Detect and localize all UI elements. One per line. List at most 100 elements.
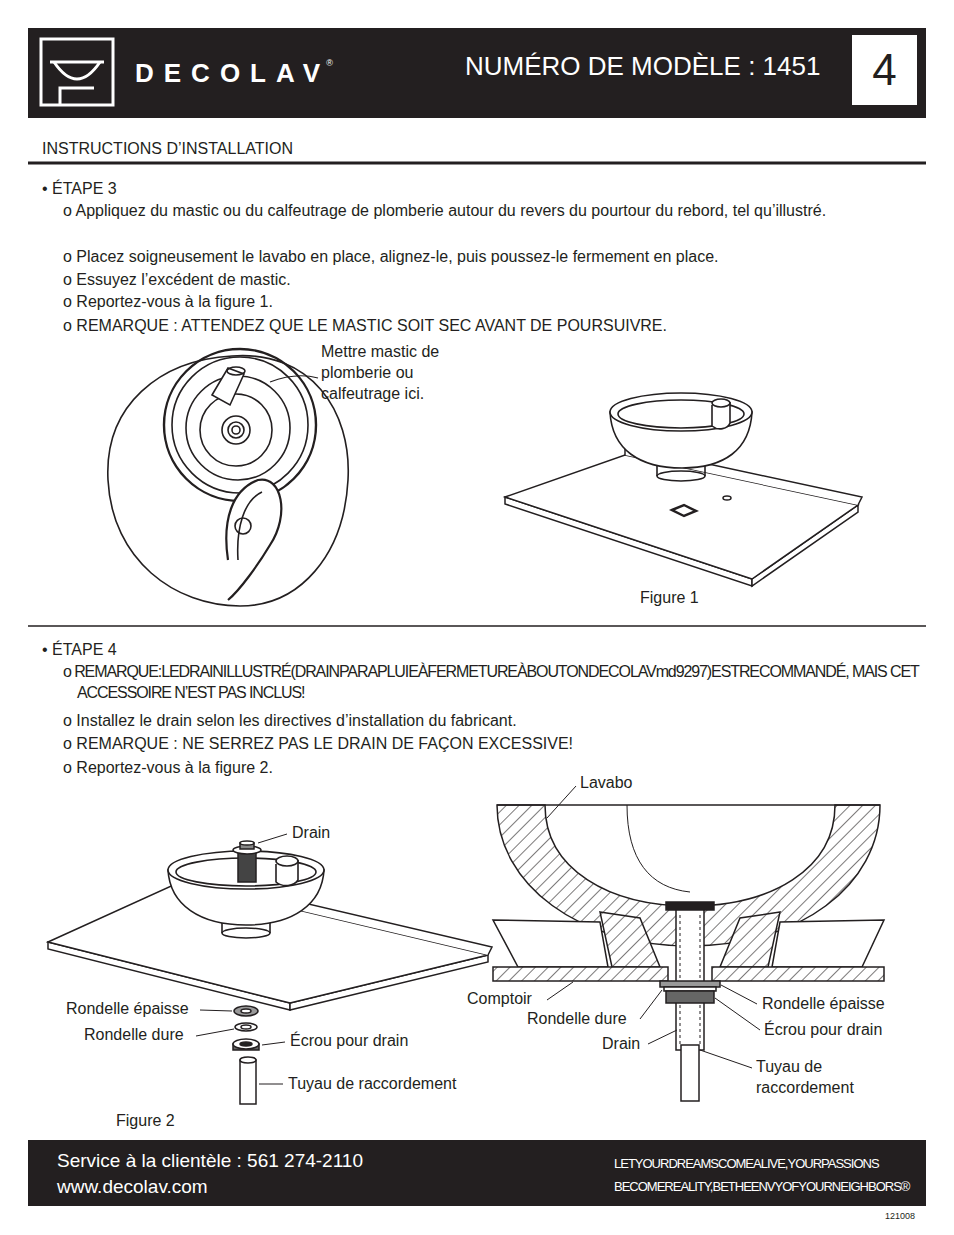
leader-line	[721, 985, 757, 1004]
sink-section	[493, 920, 608, 967]
header-band	[28, 28, 926, 118]
warning-text: o REMARQUE : ATTENDEZ QUE LE MASTIC SOIT…	[63, 316, 667, 337]
drain-section	[666, 902, 714, 910]
drain-section	[681, 1045, 699, 1101]
tailpiece-tube	[240, 1057, 256, 1063]
callout-label: Mettre mastic de plomberie ou calfeutrag…	[321, 342, 461, 404]
leader-line	[547, 982, 573, 1000]
drain-part	[233, 841, 261, 882]
washer-part	[241, 1025, 251, 1029]
drain-section	[700, 915, 701, 1045]
footer-band	[28, 1140, 926, 1206]
vessel-sink	[276, 856, 298, 866]
drain-part	[238, 852, 256, 882]
sink-top-view	[228, 422, 244, 438]
sink-section	[600, 912, 660, 967]
leader-line	[547, 786, 576, 818]
warning-text: o REMARQUE:LEDRAINILLUSTRÉ(DRAINPARAPLUI…	[63, 662, 932, 704]
washer-part	[233, 1039, 259, 1049]
sink-section	[493, 967, 668, 981]
sink-top-view	[186, 376, 290, 480]
vessel-sink	[712, 399, 730, 407]
drain-section	[660, 902, 720, 1101]
document-code: 121008	[885, 1211, 915, 1223]
sink-section	[772, 920, 884, 967]
instruction-text: o Reportez-vous à la figure 2.	[63, 758, 273, 779]
sink-top-view	[212, 368, 244, 405]
step-heading: • ÉTAPE 4	[42, 640, 117, 661]
warning-text: o REMARQUE : NE SERREZ PAS LE DRAIN DE F…	[63, 734, 573, 755]
logo-icon	[50, 61, 104, 64]
drain-section	[660, 981, 720, 987]
instruction-text: o Placez soigneusement le lavabo en plac…	[63, 247, 719, 268]
header-band	[28, 28, 926, 118]
sink-top-view	[200, 394, 272, 466]
instruction-text: o Reportez-vous à la figure 1.	[63, 292, 273, 313]
leader-line	[200, 1010, 232, 1011]
brand-logo-text: DECOLAV	[135, 58, 330, 89]
leader-line	[196, 1029, 234, 1036]
leader-line	[648, 1030, 677, 1044]
brand-tagline: LETYOURDREAMSCOMEALIVE,YOURPASSIONS BECO…	[614, 1152, 914, 1199]
washer-part	[235, 1023, 257, 1031]
drain-part	[240, 841, 254, 845]
leader-line	[700, 1050, 752, 1068]
part-label: Rondelle dure	[84, 1025, 184, 1046]
vessel-sink	[222, 928, 270, 938]
leader-line	[196, 834, 287, 1084]
vessel-sink	[168, 851, 324, 889]
rule-line	[28, 625, 926, 627]
countertop	[672, 505, 696, 516]
section-heading: INSTRUCTIONS D’INSTALLATION	[42, 139, 293, 160]
sink-top-view	[108, 349, 348, 606]
sink-section	[712, 967, 884, 981]
instruction-text: o Installez le drain selon les directive…	[63, 711, 517, 732]
sink-top-view	[164, 349, 316, 501]
leader-line	[259, 1084, 283, 1085]
sink-top-view	[222, 416, 250, 444]
model-title: NUMÉRO DE MODÈLE : 1451	[465, 50, 820, 84]
part-label: Lavabo	[580, 773, 633, 794]
leader-line	[258, 834, 287, 843]
figure-caption: Figure 1	[640, 588, 699, 609]
tailpiece-tube	[240, 1057, 256, 1104]
part-label: Écrou pour drain	[290, 1031, 408, 1052]
page-number: 4	[852, 35, 917, 105]
vessel-sink	[657, 471, 705, 481]
part-label: Écrou pour drain	[764, 1020, 882, 1041]
sink-top-view	[232, 426, 240, 434]
washer-part	[241, 1009, 251, 1013]
part-label: Tuyau de raccordement	[756, 1057, 871, 1099]
countertop	[505, 455, 858, 579]
sink-top-view	[226, 480, 281, 600]
part-label: Comptoir	[467, 989, 532, 1010]
sink-top-view	[227, 367, 245, 375]
leader-line	[715, 998, 760, 1030]
sink-top-view	[238, 492, 262, 560]
page-number-box: 4	[852, 35, 917, 105]
rule-line	[28, 163, 926, 626]
website-url: www.decolav.com	[57, 1176, 208, 1199]
logo-icon	[60, 88, 94, 105]
rule-line	[28, 162, 926, 165]
step-heading: • ÉTAPE 3	[42, 179, 117, 200]
sink-section	[497, 804, 880, 806]
part-label: Rondelle épaisse	[66, 999, 189, 1020]
vessel-sink	[618, 400, 744, 428]
tailpiece-tube	[240, 1060, 256, 1104]
part-label: Rondelle épaisse	[762, 994, 885, 1015]
part-label: Tuyau de raccordement	[288, 1074, 456, 1095]
registered-mark: ®	[326, 58, 333, 69]
sink-top-view	[235, 518, 251, 534]
part-label: Rondelle dure	[527, 1009, 627, 1030]
washer-part	[233, 1006, 259, 1050]
leader-line	[640, 990, 662, 1019]
sink-top-view	[270, 376, 318, 382]
instruction-text: o Essuyez l’excédent de mastic.	[63, 270, 291, 291]
part-label: Drain	[292, 823, 330, 844]
washer-part	[234, 1006, 258, 1016]
countertop	[723, 496, 731, 500]
drain-section	[676, 910, 704, 1050]
